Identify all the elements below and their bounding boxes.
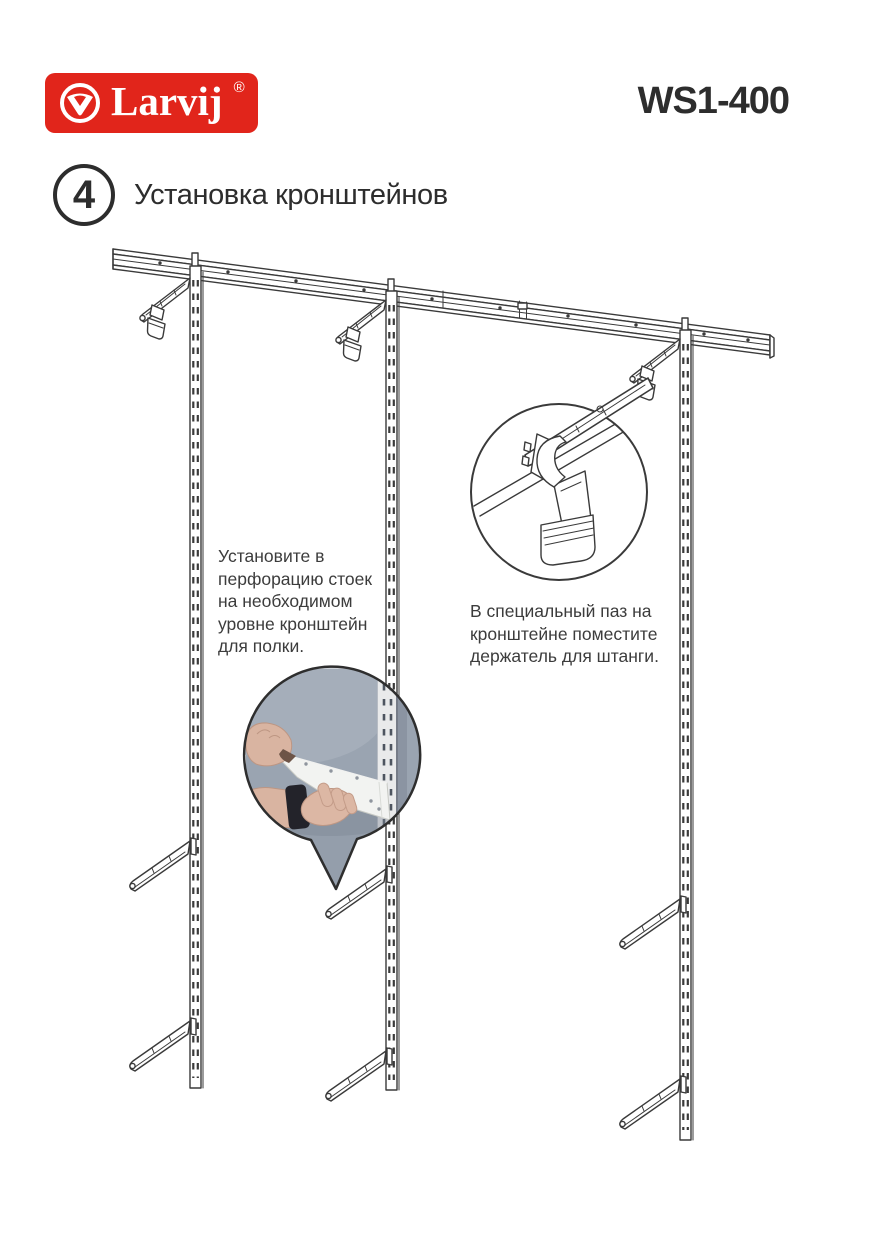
- registered-mark: ®: [233, 78, 245, 96]
- shelf-bracket-right-upper: [619, 895, 687, 950]
- photo-hand-upper: [245, 722, 296, 767]
- larvij-logo: Larvij ®: [45, 73, 258, 133]
- larvij-v-circle-icon: [58, 81, 102, 125]
- detail-rod-holder: [536, 435, 596, 566]
- hang-bracket-left: [139, 277, 191, 340]
- photo-bracket: [270, 750, 391, 821]
- shelf-bracket-middle-lower: [325, 1047, 393, 1102]
- photo-hand-lower: [245, 782, 358, 830]
- model-number: WS1-400: [637, 80, 790, 122]
- upright-left: [189, 252, 204, 1089]
- step-number-badge: 4: [53, 164, 115, 226]
- shelf-bracket-right-lower: [619, 1075, 687, 1130]
- upright-right: [679, 317, 694, 1141]
- step-title: Установка кронштейнов: [134, 178, 448, 211]
- note-rod-holder: В специальный паз на кронштейне поместит…: [470, 601, 659, 666]
- photo-callout: [242, 665, 422, 891]
- detail-callout: [470, 377, 654, 581]
- step-heading: 4 Установка кронштейнов: [53, 164, 448, 226]
- hang-bracket-middle: [335, 299, 387, 362]
- photo-callout-outline: [242, 665, 422, 891]
- note-shelf-bracket: Установите в перфорацию стоек на необход…: [218, 546, 373, 656]
- wall-rail: [112, 248, 775, 359]
- shelf-bracket-left-lower: [129, 1017, 197, 1072]
- shelf-bracket-left-upper: [129, 837, 197, 892]
- upright-middle: [385, 278, 400, 1091]
- wristband: [285, 784, 310, 830]
- logo-text: Larvij: [111, 77, 223, 124]
